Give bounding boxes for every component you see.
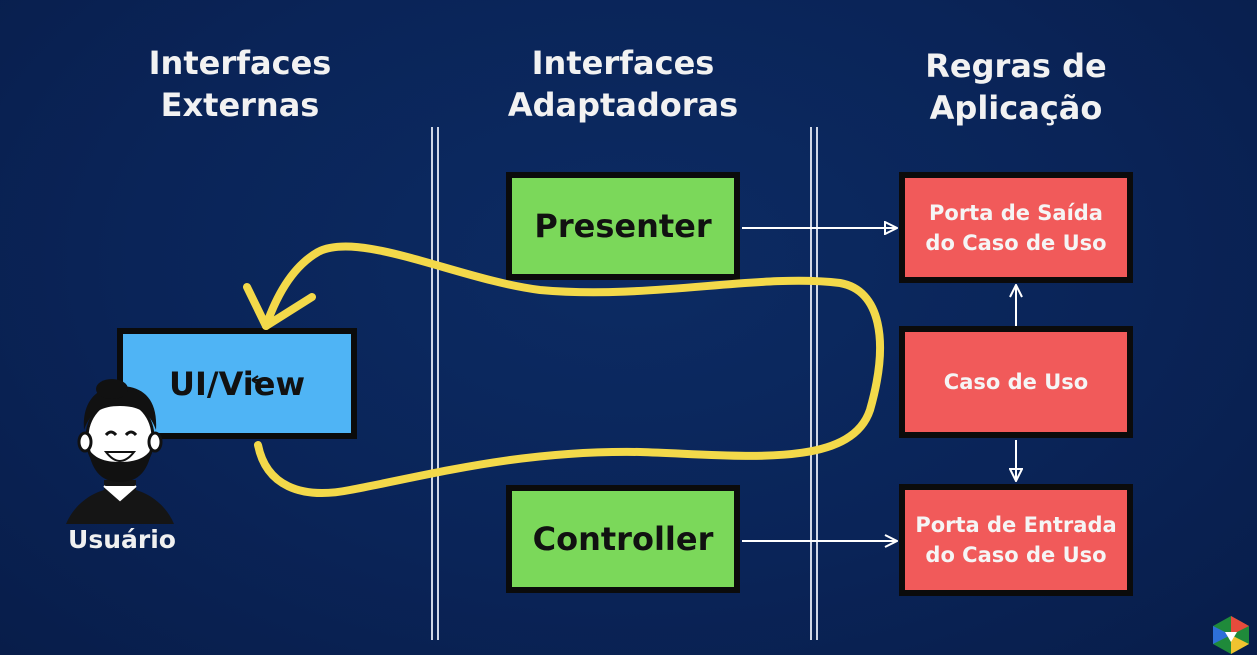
cursor-icon — [251, 375, 266, 385]
input-port-box: Porta de Entrada do Caso de Uso — [899, 484, 1133, 596]
controller-box: Controller — [506, 485, 740, 593]
input-port-label-line2: do Caso de Uso — [925, 543, 1107, 567]
heading-interfaces-adaptadoras: Interfaces Adaptadoras — [507, 44, 739, 124]
heading-interfaces-externas: Interfaces Externas — [148, 44, 332, 124]
yellow-flow-arrowhead — [243, 283, 316, 330]
presenter-label: Presenter — [534, 207, 712, 245]
divider-left — [431, 127, 439, 640]
controller-label: Controller — [532, 520, 714, 558]
ui-view-label: UI/View — [168, 364, 305, 403]
user-avatar-icon — [66, 379, 174, 524]
user-label: Usuário — [68, 525, 176, 554]
heading-regras-de-aplicacao: Regras de Aplicação — [925, 47, 1107, 127]
yellow-flow-loop — [254, 242, 884, 497]
presenter-box: Presenter — [506, 172, 740, 280]
use-case-box: Caso de Uso — [899, 326, 1133, 438]
brand-logo-icon — [1213, 616, 1249, 654]
input-port-label-line1: Porta de Entrada — [915, 513, 1117, 537]
output-port-label-line2: do Caso de Uso — [925, 230, 1107, 255]
divider-right — [810, 127, 818, 640]
output-port-box: Porta de Saída do Caso de Uso — [899, 172, 1133, 283]
output-port-label-line1: Porta de Saída — [929, 200, 1103, 225]
use-case-label: Caso de Uso — [943, 370, 1089, 394]
